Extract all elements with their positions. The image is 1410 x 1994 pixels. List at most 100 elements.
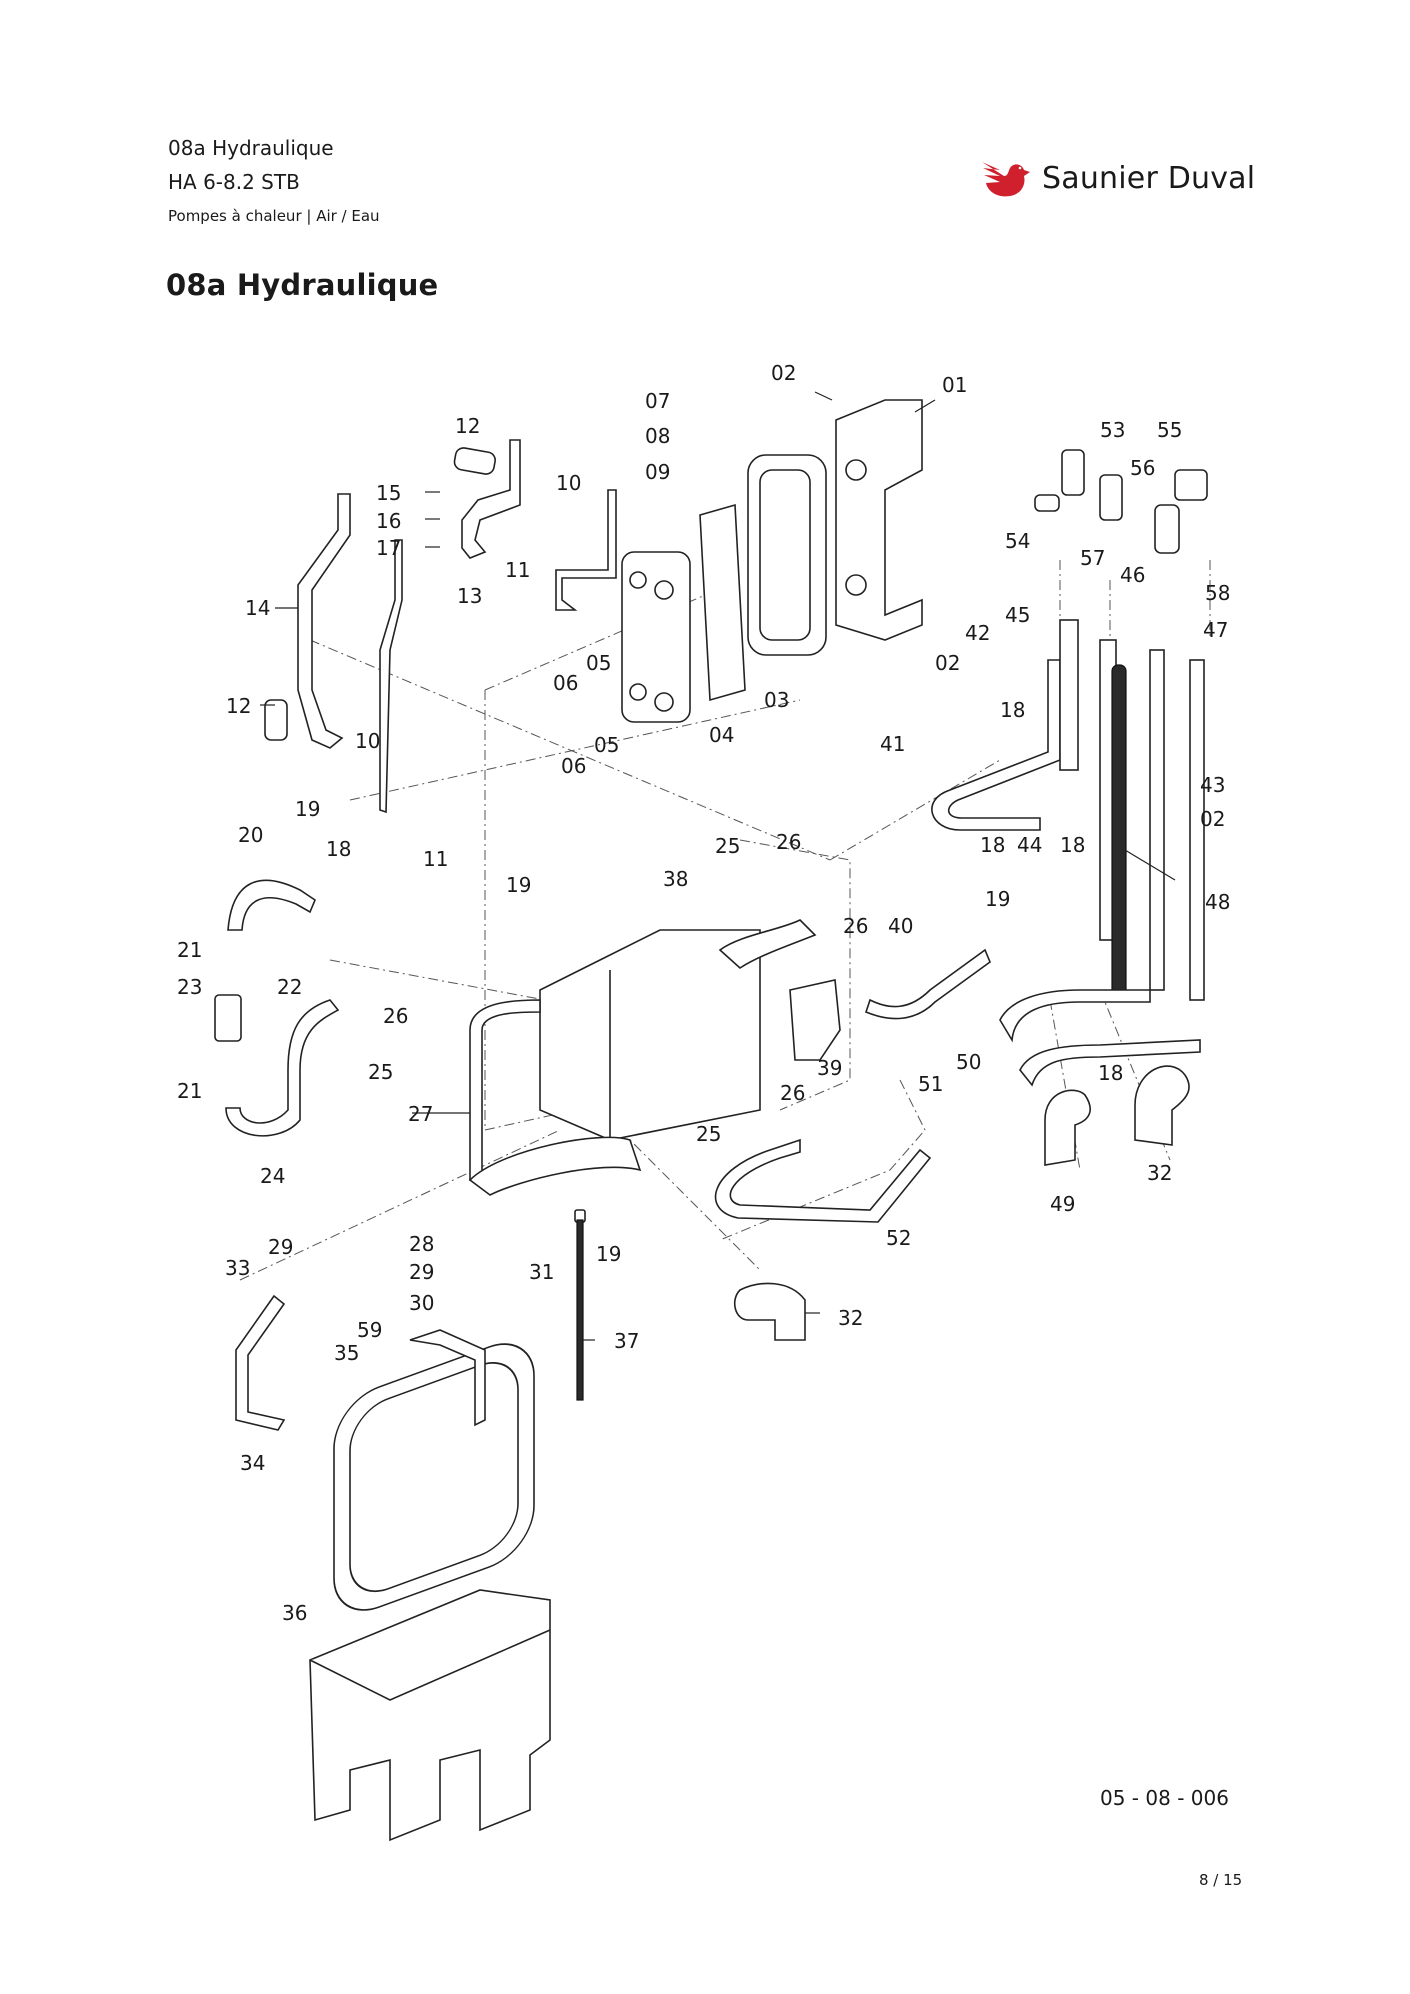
part-20-hose <box>227 879 316 931</box>
callout-52: 52 <box>886 1226 911 1250</box>
callout-30: 30 <box>409 1291 434 1315</box>
callout-29: 29 <box>409 1260 434 1284</box>
part-53-valve <box>1061 449 1085 496</box>
part-59-bracket <box>409 1329 486 1427</box>
callout-02: 02 <box>771 361 796 385</box>
callout-15: 15 <box>376 481 401 505</box>
callout-23: 23 <box>177 975 202 999</box>
part-54-cap <box>1034 494 1060 512</box>
part-13-tube <box>461 439 521 559</box>
callout-18: 18 <box>326 837 351 861</box>
callout-25: 25 <box>696 1122 721 1146</box>
callout-56: 56 <box>1130 456 1155 480</box>
part-23-valve <box>214 994 242 1042</box>
callout-40: 40 <box>888 914 913 938</box>
callout-26: 26 <box>776 830 801 854</box>
callout-57: 57 <box>1080 546 1105 570</box>
part-52-hose <box>714 1138 932 1223</box>
callout-13: 13 <box>457 584 482 608</box>
callout-59: 59 <box>357 1318 382 1342</box>
part-12-sleeve <box>264 699 288 741</box>
part-49-elbow <box>1044 1089 1091 1166</box>
callout-19: 19 <box>295 797 320 821</box>
callout-05: 05 <box>586 651 611 675</box>
part-14-tube <box>297 493 351 749</box>
callout-38: 38 <box>663 867 688 891</box>
callout-26: 26 <box>843 914 868 938</box>
callout-26: 26 <box>780 1081 805 1105</box>
callout-41: 41 <box>880 732 905 756</box>
part-38-hose <box>718 919 817 970</box>
callout-31: 31 <box>529 1260 554 1284</box>
callout-21: 21 <box>177 1079 202 1103</box>
brand-name: Saunier Duval <box>1042 160 1256 196</box>
callout-46: 46 <box>1120 563 1145 587</box>
callout-labels: 01 02 02 02 03 04 05 05 06 06 07 08 09 1… <box>177 361 1230 1625</box>
callout-03: 03 <box>764 688 789 712</box>
callout-44: 44 <box>1017 833 1042 857</box>
part-41-manifold <box>931 659 1061 831</box>
callout-29: 29 <box>268 1235 293 1259</box>
page-title: 08a Hydraulique <box>166 268 439 302</box>
callout-10: 10 <box>355 729 380 753</box>
callout-02: 02 <box>1200 807 1225 831</box>
part-27-hose <box>469 999 541 1181</box>
brand-logo: Saunier Duval <box>980 156 1255 200</box>
callout-11: 11 <box>505 558 530 582</box>
part-48-corrugated-hose <box>1111 664 1127 996</box>
callout-08: 08 <box>645 424 670 448</box>
part-34-tube <box>235 1294 286 1431</box>
part-03-plate <box>699 503 746 702</box>
callout-22: 22 <box>277 975 302 999</box>
callout-25: 25 <box>715 834 740 858</box>
callout-53: 53 <box>1100 418 1125 442</box>
callout-49: 49 <box>1050 1192 1075 1216</box>
callout-11: 11 <box>423 847 448 871</box>
part-09-tube <box>555 489 617 611</box>
callout-48: 48 <box>1205 890 1230 914</box>
callout-28: 28 <box>409 1232 434 1256</box>
callout-06: 06 <box>553 671 578 695</box>
callout-58: 58 <box>1205 581 1230 605</box>
callout-25: 25 <box>368 1060 393 1084</box>
callout-45: 45 <box>1005 603 1030 627</box>
part-36-base <box>309 1589 551 1842</box>
part-32-elbow-center <box>733 1282 806 1341</box>
callout-19: 19 <box>506 873 531 897</box>
callout-36: 36 <box>282 1601 307 1625</box>
callout-32: 32 <box>838 1306 863 1330</box>
callout-42: 42 <box>965 621 990 645</box>
header-category: Pompes à chaleur | Air / Eau <box>168 207 380 225</box>
callout-26: 26 <box>383 1004 408 1028</box>
callout-18: 18 <box>1098 1061 1123 1085</box>
callout-02: 02 <box>935 651 960 675</box>
callout-12: 12 <box>226 694 251 718</box>
callout-54: 54 <box>1005 529 1030 553</box>
header-model: HA 6-8.2 STB <box>168 170 300 194</box>
callout-37: 37 <box>614 1329 639 1353</box>
callout-14: 14 <box>245 596 270 620</box>
part-40-hose <box>865 948 991 1020</box>
callout-04: 04 <box>709 723 734 747</box>
part-01-bracket <box>835 399 923 641</box>
callout-24: 24 <box>260 1164 285 1188</box>
callout-06: 06 <box>561 754 586 778</box>
part-56-sensor <box>1154 504 1180 554</box>
callout-27: 27 <box>408 1102 433 1126</box>
callout-leaders <box>260 391 1176 1341</box>
callout-43: 43 <box>1200 773 1225 797</box>
drawing-reference: 05 - 08 - 006 <box>1100 1786 1229 1810</box>
part-55-valve <box>1174 469 1208 501</box>
callout-34: 34 <box>240 1451 265 1475</box>
callout-19: 18 <box>1000 698 1025 722</box>
callout-51: 51 <box>918 1072 943 1096</box>
manifold-pipe-3 <box>1149 649 1165 991</box>
callout-10: 10 <box>556 471 581 495</box>
callout-21: 21 <box>177 938 202 962</box>
callout-16: 16 <box>376 509 401 533</box>
part-24-hose <box>225 999 340 1137</box>
manifold-pipe-1 <box>1059 619 1079 771</box>
part-37-rod <box>576 1219 584 1401</box>
callout-12: 12 <box>455 414 480 438</box>
callout-47: 47 <box>1203 618 1228 642</box>
